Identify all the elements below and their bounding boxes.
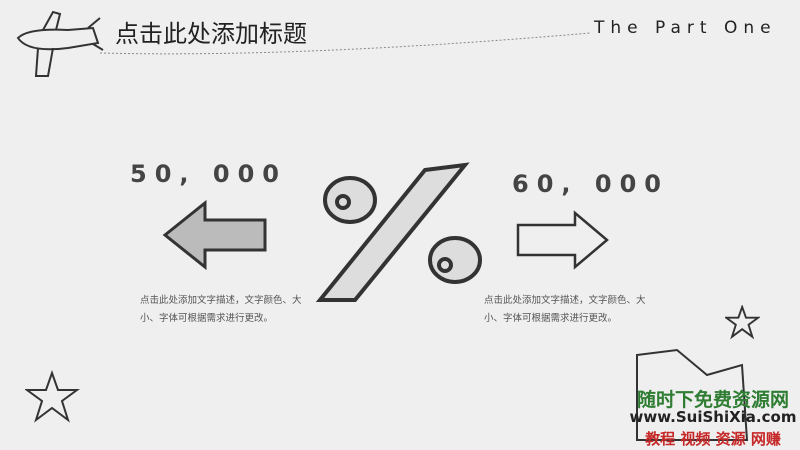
star-small-icon [725, 305, 760, 340]
left-description[interactable]: 点击此处添加文字描述，文字颜色、大小、字体可根据需求进行更改。 [140, 295, 302, 324]
watermark-line2: www.SuiShiXia.com [629, 408, 797, 426]
arrow-left-icon [162, 199, 267, 271]
percent-icon [315, 162, 482, 302]
arrow-right-icon [516, 210, 609, 270]
slide-title[interactable]: 点击此处添加标题 [115, 20, 307, 48]
star-icon [25, 370, 80, 423]
slide-subtitle[interactable]: The Part One [594, 18, 777, 38]
watermark-line1: 随时下免费资源网 [636, 389, 789, 411]
airplane-icon [16, 10, 104, 77]
left-value[interactable]: 50, 000 [130, 160, 287, 188]
right-value[interactable]: 60, 000 [512, 170, 669, 198]
right-description[interactable]: 点击此处添加文字描述，文字颜色、大小、字体可根据需求进行更改。 [484, 295, 646, 324]
map-icon [636, 348, 749, 441]
watermark-line3: 教程 视频 资源 网赚 [645, 430, 781, 448]
dotted-line [100, 32, 590, 55]
